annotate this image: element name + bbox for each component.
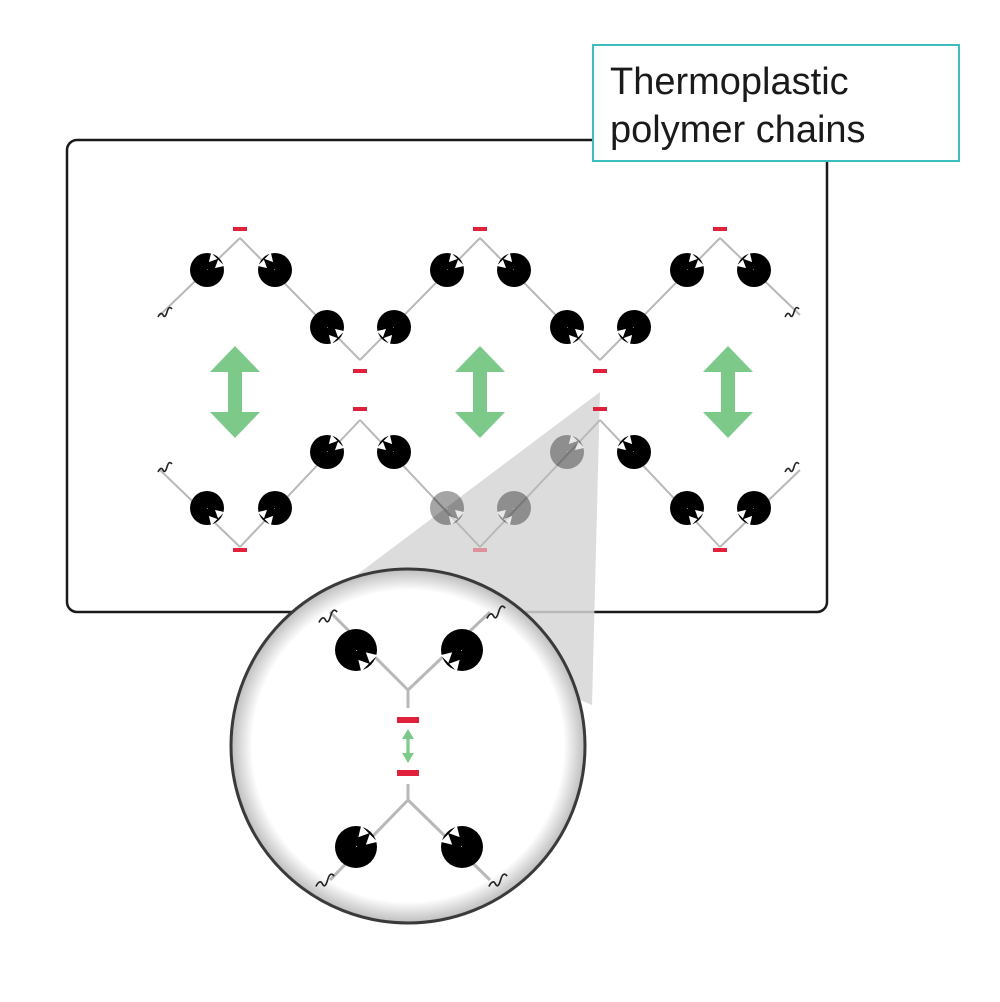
red-bond-site [713,227,727,231]
monomer-arrow [447,644,468,665]
monomer [736,491,771,526]
polymer-chains [157,227,801,552]
monomer [335,629,378,672]
monomer-arrow [442,503,459,520]
monomer [550,310,585,345]
monomer [376,434,411,469]
monomer-arrow [322,440,339,457]
monomer [310,434,345,469]
red-bond-site [353,369,367,373]
chain-end [784,306,800,318]
monomer [310,310,345,345]
monomer [376,310,411,345]
double-arrow-icon [210,346,260,438]
monomer-arrow [350,832,371,853]
chain-end [157,306,173,318]
red-bond-site [397,717,419,723]
monomer-notch [496,508,514,526]
double-arrow-icon [703,346,753,438]
monomer-bead [430,491,464,525]
monomer-arrow [263,258,280,275]
chain-end [157,461,173,473]
callout-line-1: Thermoplastic [610,61,849,103]
monomer [616,434,651,469]
red-bond-site [233,548,247,552]
monomer-arrow [562,440,579,457]
chain-end [486,605,506,619]
monomer-arrow [202,503,219,520]
red-bond-site [713,548,727,552]
callout-line-2: polymer chains [610,109,866,151]
monomer [440,629,483,672]
monomer-arrow [682,503,699,520]
monomer-arrow [447,832,468,853]
red-bond-site [593,369,607,373]
monomer-arrow [742,503,759,520]
monomer-arrow [742,258,759,275]
callout-label: Thermoplastic polymer chains [592,44,960,162]
monomer [257,491,292,526]
red-bond-site [397,770,419,776]
red-bond-site [233,227,247,231]
monomer-arrow [622,440,639,457]
red-bond-site [593,407,607,411]
monomer [736,252,771,287]
monomer [335,825,378,868]
red-bond-site [473,227,487,231]
monomer-arrow [622,322,639,339]
monomer-arrow [562,322,579,339]
monomer-arrow [502,503,519,520]
red-bond-site [473,548,487,552]
monomer-arrow [442,258,459,275]
monomer-notch [567,434,585,452]
monomer [670,252,705,287]
red-bond-site [353,407,367,411]
chain-end [784,461,800,473]
monomer-arrow [263,503,280,520]
monomer-arrow [502,258,519,275]
chain-bond [239,237,361,361]
chain-end [318,609,338,623]
monomer [190,491,225,526]
zoomed-junction [315,605,508,887]
double-arrow-icon [455,346,505,438]
chain-bond [599,419,721,548]
chain-bond [359,237,481,361]
monomer [430,252,465,287]
monomer [190,252,225,287]
monomer [496,252,531,287]
chain-bond [359,419,481,548]
monomer-bead [550,435,584,469]
chain-bond [599,237,721,361]
chain-end [315,873,335,887]
chain-bond [479,419,601,548]
monomer [670,491,705,526]
monomer [430,491,465,526]
double-arrow-icon [402,729,414,763]
monomer [550,434,585,469]
monomer [440,825,483,868]
monomer-bead [497,491,531,525]
monomer [496,491,531,526]
monomer-arrow [382,440,399,457]
monomer-notch [447,508,465,526]
monomer-arrow [382,322,399,339]
monomer [616,310,651,345]
monomer-arrow [682,258,699,275]
monomer-arrow [322,322,339,339]
chain-end [488,873,508,887]
monomer [257,252,292,287]
monomer-arrow [202,258,219,275]
chain-bond [479,237,601,361]
monomer-arrow [350,644,371,665]
